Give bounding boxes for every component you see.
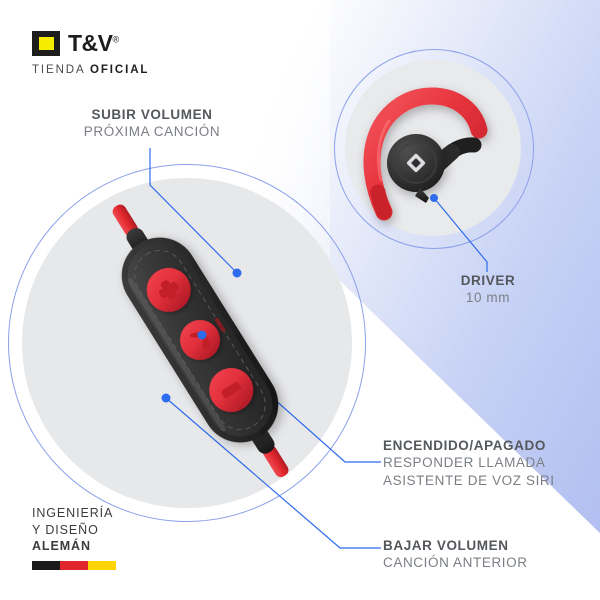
earbud-logo-inner xyxy=(411,158,421,168)
callout-sub: PRÓXIMA CANCIÓN xyxy=(83,124,221,140)
earbud-circle-ring xyxy=(334,49,534,249)
german-flag-icon xyxy=(32,560,116,570)
footer-line-3: ALEMÁN xyxy=(32,539,91,553)
callout-line-volume-down xyxy=(165,397,381,549)
callout-sub: ASISTENTE DE VOZ SIRI xyxy=(383,472,555,488)
callout-title: BAJAR VOLUMEN xyxy=(383,538,509,553)
volume-down-button[interactable] xyxy=(201,360,262,421)
cable-upper-red xyxy=(112,204,138,237)
earhook-highlight xyxy=(376,119,391,182)
remote-led xyxy=(214,317,226,333)
earhook-tip xyxy=(370,184,392,220)
callout-driver: DRIVER 10 mm xyxy=(440,272,536,307)
callout-sub: 10 mm xyxy=(465,290,511,306)
callout-dot-volume-down xyxy=(161,393,171,403)
earbud-housing-ring xyxy=(395,142,437,184)
callout-sub: RESPONDER LLAMADA xyxy=(383,455,546,471)
logo-square-icon xyxy=(32,31,60,56)
flag-stripe-black xyxy=(32,560,60,570)
remote-buttons[interactable] xyxy=(138,260,261,421)
callout-volume-up: SUBIR VOLUMEN PRÓXIMA CANCIÓN xyxy=(64,106,240,141)
german-engineering-block: INGENIERÍA Y DISEÑO ALEMÁN xyxy=(32,505,116,570)
callout-title: DRIVER xyxy=(460,273,516,288)
callout-dot-volume-up xyxy=(232,268,242,278)
callout-title: SUBIR VOLUMEN xyxy=(91,107,213,122)
cable-lower-red xyxy=(263,445,289,478)
registered-mark: ® xyxy=(112,34,120,45)
callout-title: ENCENDIDO/APAGADO xyxy=(383,438,546,453)
big-circle-ring xyxy=(8,164,366,522)
remote-highlight xyxy=(127,277,226,432)
earbud-product xyxy=(363,87,488,221)
callout-line-driver xyxy=(433,197,488,272)
callout-volume-down: BAJAR VOLUMEN CANCIÓN ANTERIOR xyxy=(383,537,583,572)
remote-control xyxy=(112,204,289,478)
callout-dot-power xyxy=(197,330,207,340)
volume-up-button[interactable] xyxy=(138,260,199,321)
callout-line-volume-up xyxy=(149,148,238,274)
brand-logo: T&V® TIENDA OFICIAL xyxy=(32,30,149,76)
brand-name: T&V® xyxy=(68,30,120,56)
callout-sub: CANCIÓN ANTERIOR xyxy=(383,555,528,571)
earhook xyxy=(363,87,488,221)
earbud-nozzle xyxy=(415,188,429,203)
minus-icon xyxy=(221,382,241,399)
footer-line-1: INGENIERÍA xyxy=(32,506,114,520)
callout-dot-driver xyxy=(430,194,438,202)
plus-icon xyxy=(159,280,179,300)
callout-power-call: ENCENDIDO/APAGADO RESPONDER LLAMADA ASIS… xyxy=(383,437,583,489)
flag-stripe-gold xyxy=(88,560,116,570)
remote-seam xyxy=(134,250,266,430)
footer-line-2: Y DISEÑO xyxy=(32,522,99,537)
flag-stripe-red xyxy=(60,560,88,570)
brand-tagline: TIENDA OFICIAL xyxy=(32,64,150,76)
